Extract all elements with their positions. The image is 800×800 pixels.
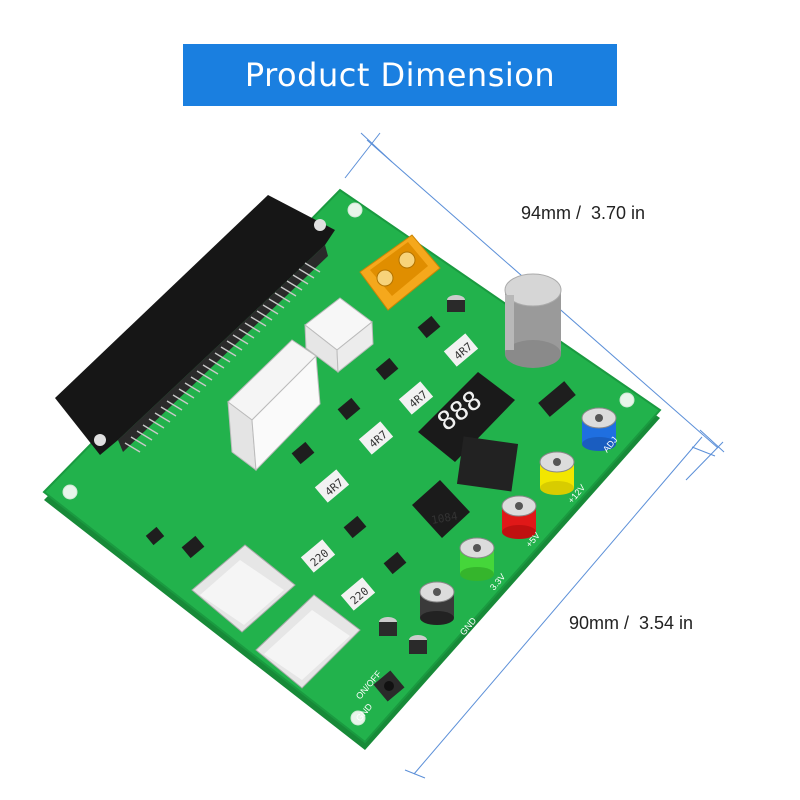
molex-connector bbox=[227, 339, 321, 472]
edge-connector bbox=[55, 195, 335, 455]
power-button bbox=[373, 670, 405, 702]
pcie-6pin-connector bbox=[304, 297, 374, 374]
width-dimension-label: 94mm / 3.70 in bbox=[521, 203, 646, 223]
xt60-connector bbox=[359, 234, 441, 311]
small-capacitors bbox=[379, 295, 465, 654]
regulator-chip bbox=[456, 436, 519, 492]
height-dimension-label: 90mm / 3.54 in bbox=[569, 613, 694, 633]
mounting-holes bbox=[62, 202, 635, 726]
ldo-1084-label: 1084 bbox=[430, 509, 459, 526]
ldo-1084: 1084 bbox=[412, 480, 470, 538]
terminal-gnd bbox=[419, 581, 455, 625]
electrolytic-capacitor bbox=[504, 273, 562, 368]
usb-port-lower bbox=[255, 594, 361, 689]
terminal-adj bbox=[581, 407, 617, 451]
title-text: Product Dimension bbox=[244, 56, 556, 94]
terminal-5v bbox=[501, 495, 537, 539]
usb-port-upper bbox=[191, 544, 296, 633]
height-dimension-line bbox=[404, 436, 716, 779]
small-ics bbox=[145, 315, 576, 575]
title-banner: Product Dimension bbox=[183, 44, 617, 106]
terminal-3v3 bbox=[459, 537, 495, 581]
terminal-12v bbox=[539, 451, 575, 495]
